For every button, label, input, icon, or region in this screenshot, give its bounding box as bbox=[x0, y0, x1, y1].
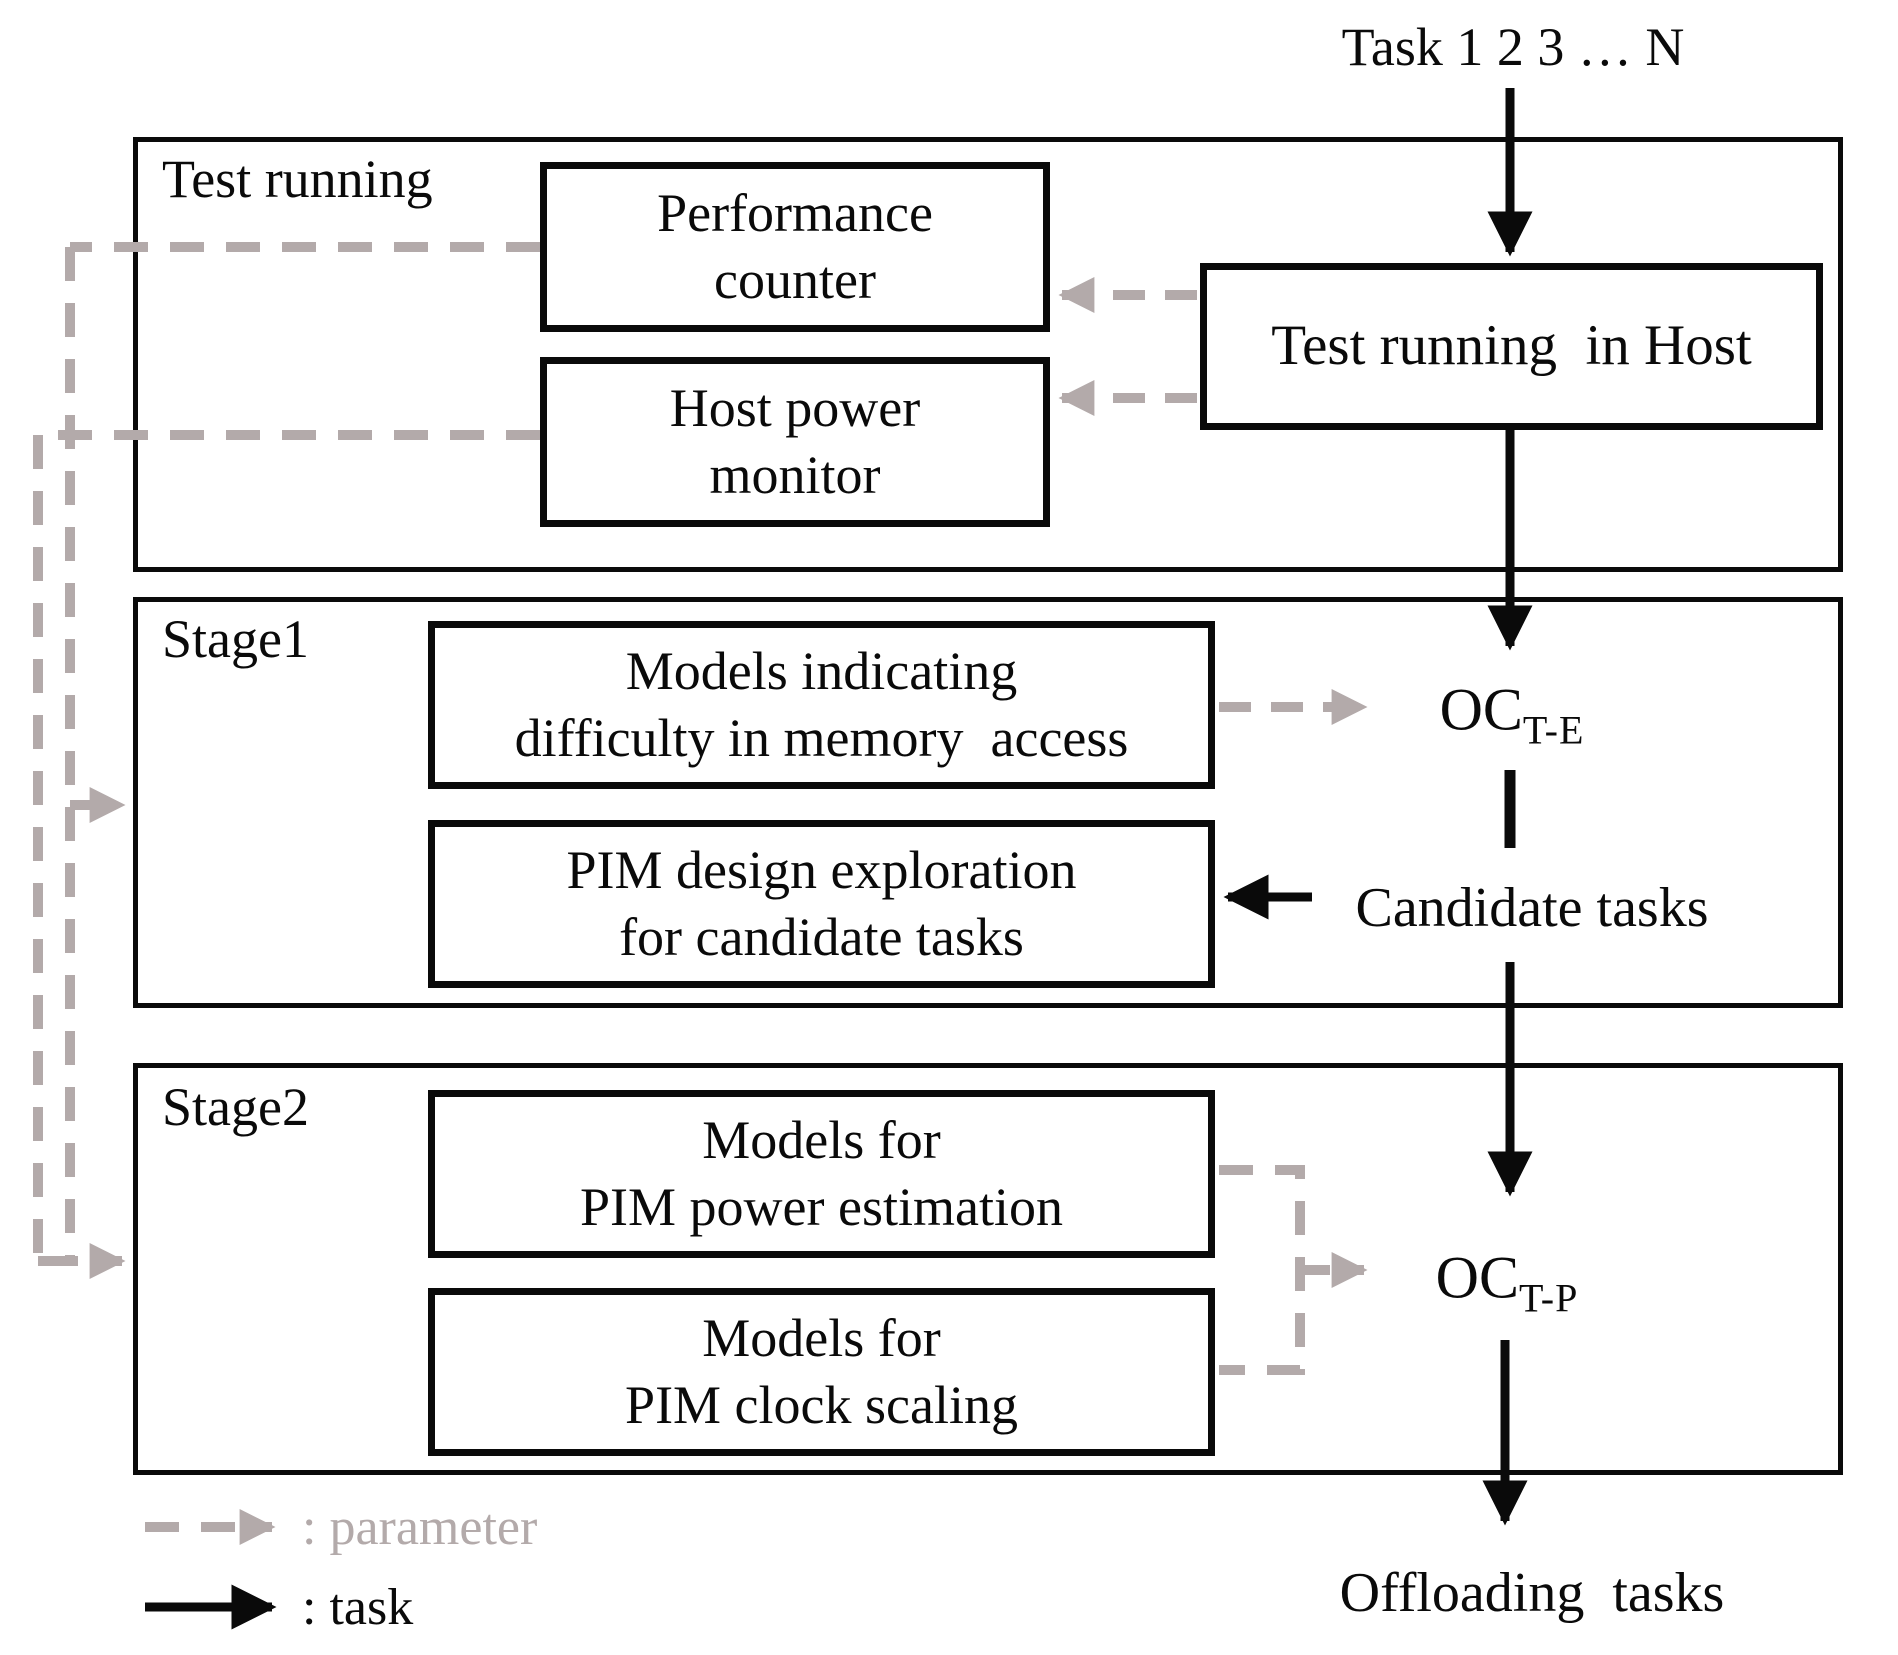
candidate-tasks-label: Candidate tasks bbox=[1355, 877, 1709, 939]
offloading-tasks-label: Offloading tasks bbox=[1339, 1562, 1725, 1624]
models-memory-access-box: Models indicating difficulty in memory a… bbox=[428, 621, 1215, 789]
pim-design-exploration-box: PIM design exploration for candidate tas… bbox=[428, 820, 1215, 988]
models-memory-line2: difficulty in memory access bbox=[514, 708, 1129, 768]
legend-task-label: : task bbox=[302, 1579, 414, 1636]
models-pim-power-box: Models for PIM power estimation bbox=[428, 1090, 1215, 1258]
test-running-in-host-line1: Test running in Host bbox=[1271, 314, 1752, 378]
models-clock-line1: Models for bbox=[702, 1308, 941, 1369]
performance-counter-line1: Performance bbox=[657, 183, 933, 244]
oc-te-subscript: T-E bbox=[1522, 707, 1585, 753]
performance-counter-line2: counter bbox=[714, 250, 876, 310]
stage1-section-label: Stage1 bbox=[162, 609, 309, 669]
stage2-section-label: Stage2 bbox=[162, 1077, 309, 1137]
host-power-monitor-line2: monitor bbox=[709, 445, 881, 505]
test-running-in-host-box: Test running in Host bbox=[1200, 263, 1823, 430]
models-clock-line2: PIM clock scaling bbox=[625, 1375, 1018, 1435]
host-power-monitor-box: Host power monitor bbox=[540, 357, 1050, 527]
test-running-section-label: Test running bbox=[162, 149, 433, 209]
models-power-line2: PIM power estimation bbox=[580, 1177, 1063, 1237]
pim-design-line2: for candidate tasks bbox=[619, 907, 1024, 967]
oc-te-label: OCT-E bbox=[1439, 676, 1585, 753]
performance-counter-box: Performance counter bbox=[540, 162, 1050, 332]
oc-tp-base: OC bbox=[1435, 1244, 1520, 1311]
pim-design-line1: PIM design exploration bbox=[566, 840, 1077, 901]
models-memory-line1: Models indicating bbox=[625, 641, 1018, 702]
models-power-line1: Models for bbox=[702, 1110, 941, 1171]
oc-te-base: OC bbox=[1439, 676, 1523, 743]
legend-parameter-label: : parameter bbox=[302, 1499, 538, 1556]
task-input-label: Task 1 2 3 … N bbox=[1341, 17, 1685, 77]
oc-tp-label: OCT-P bbox=[1435, 1244, 1579, 1321]
oc-tp-subscript: T-P bbox=[1519, 1275, 1579, 1321]
models-pim-clock-box: Models for PIM clock scaling bbox=[428, 1288, 1215, 1456]
host-power-monitor-line1: Host power bbox=[669, 378, 921, 439]
